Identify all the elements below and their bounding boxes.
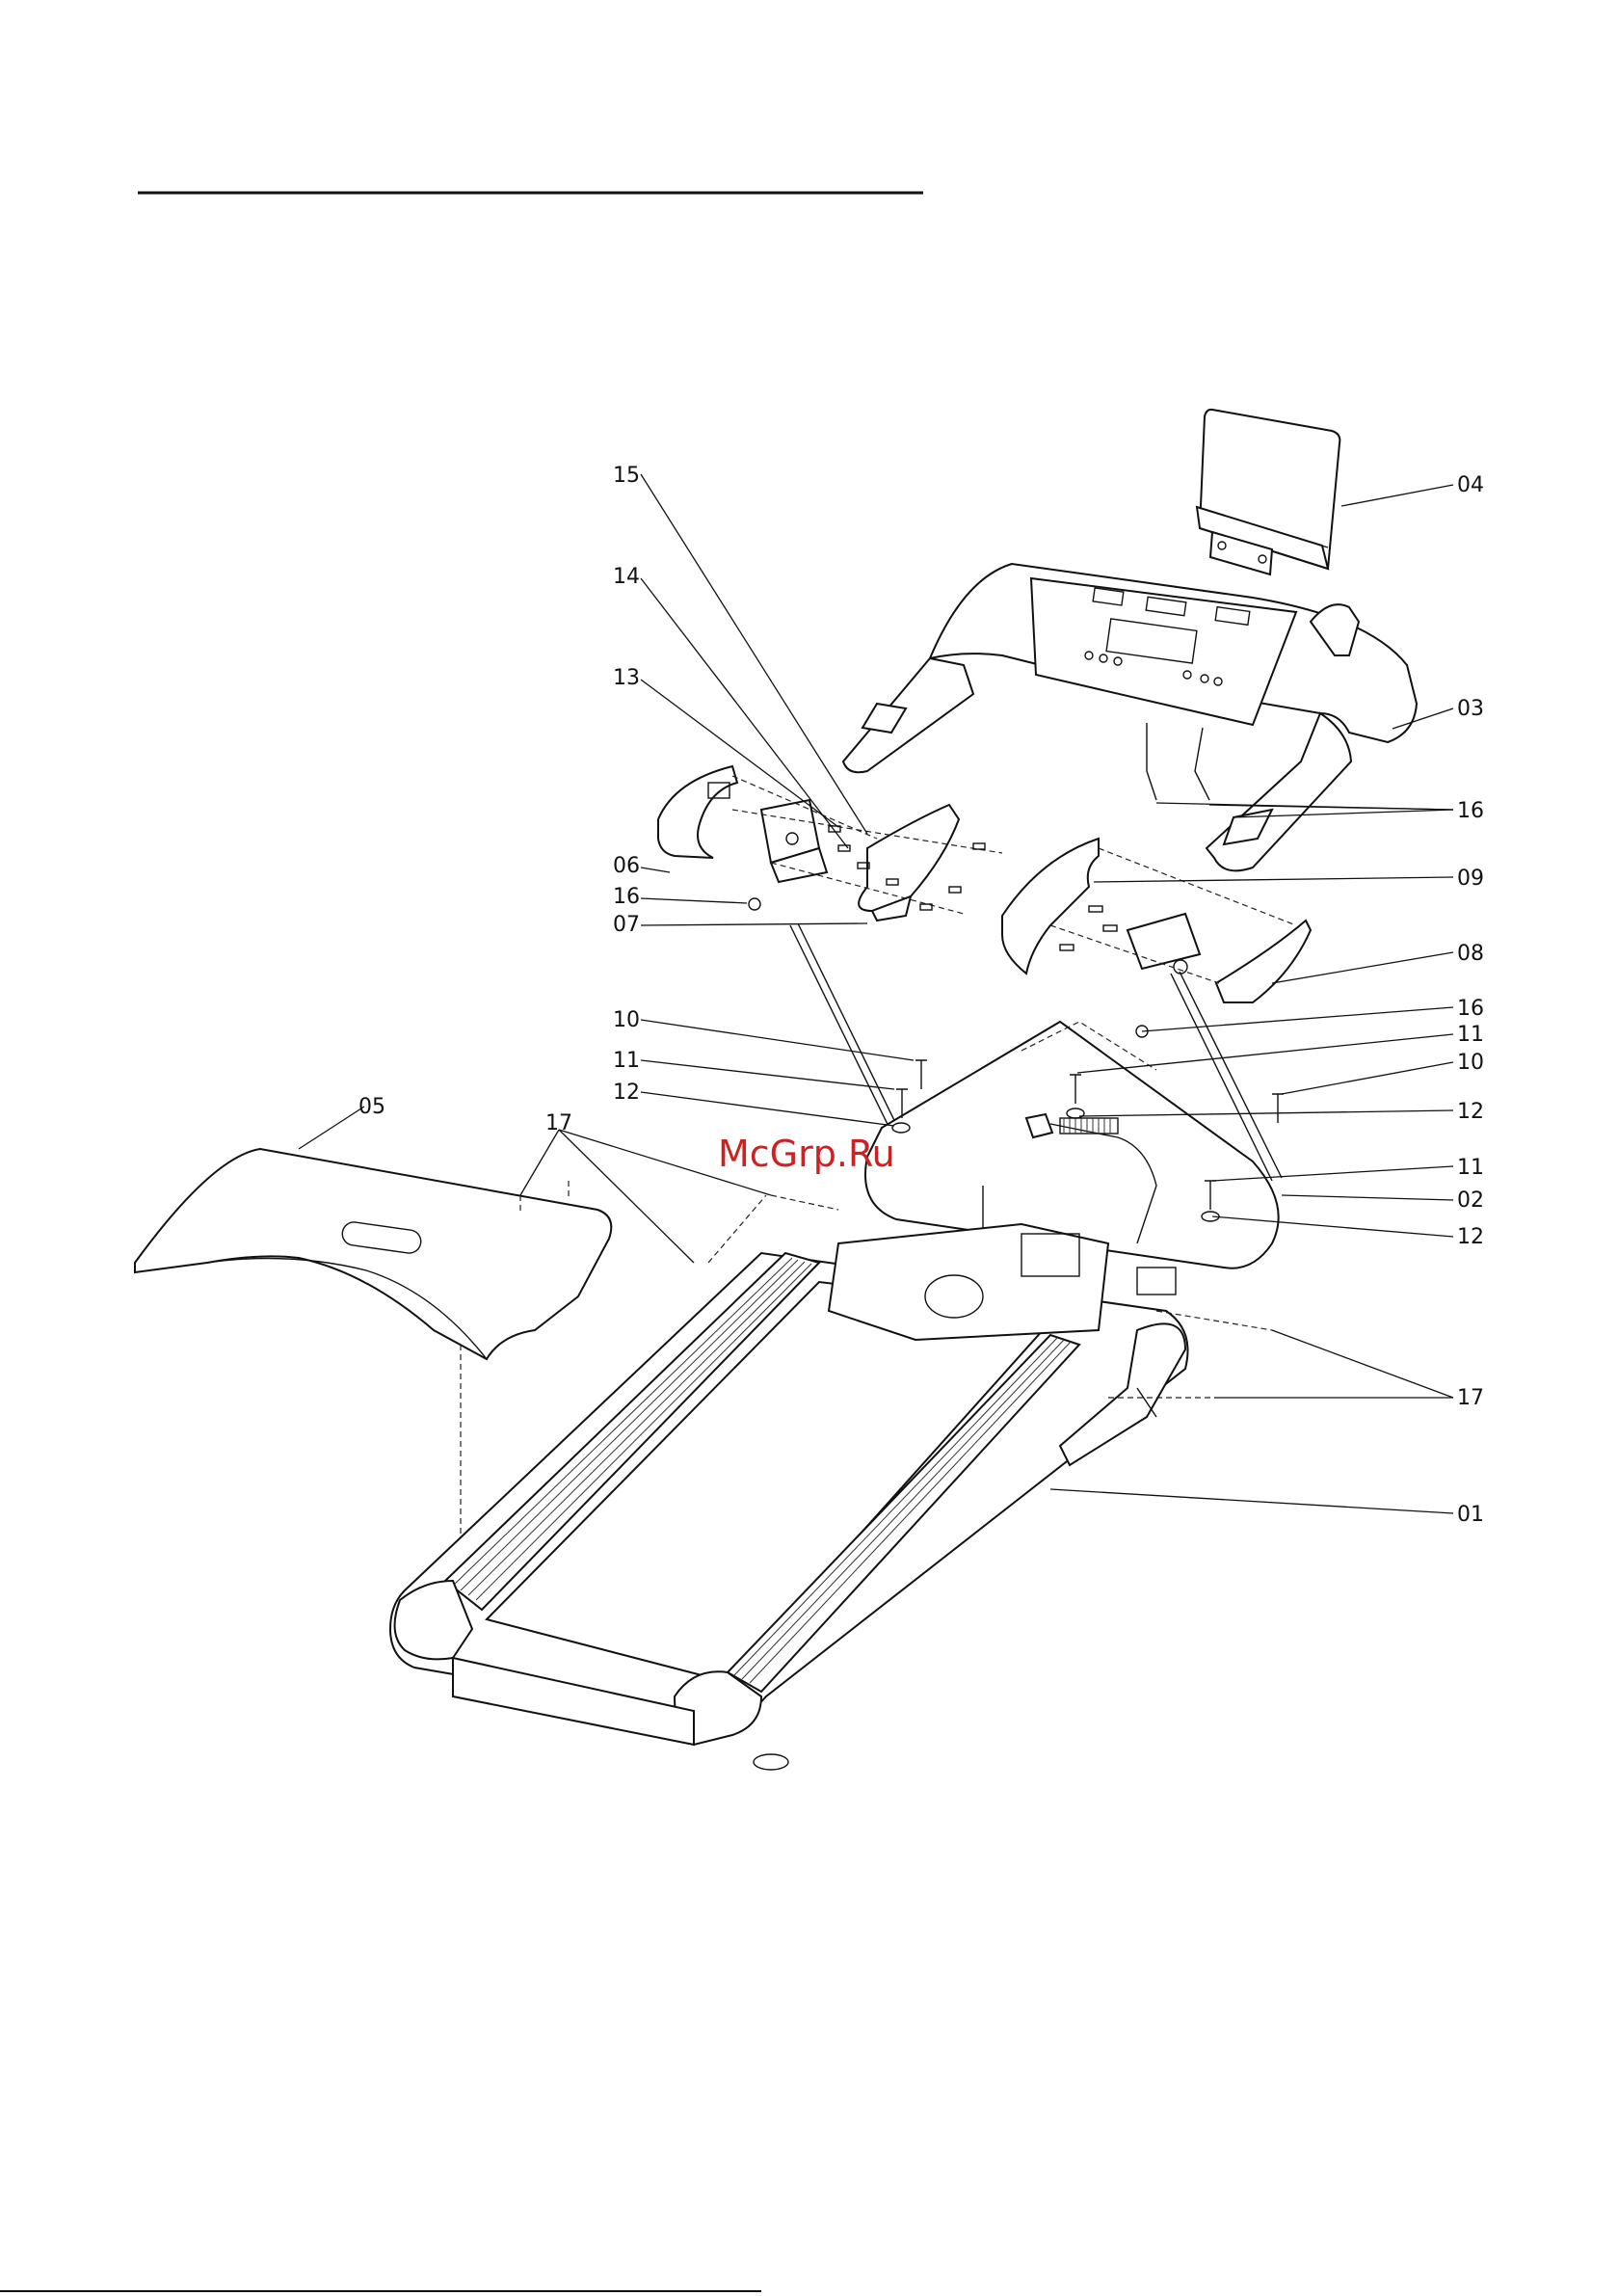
callout-02: 02 [1457, 1188, 1484, 1213]
callout-08: 08 [1457, 942, 1484, 966]
callout-12: 12 [1457, 1100, 1484, 1124]
callout-10: 10 [613, 1008, 640, 1032]
callout-11: 11 [1457, 1156, 1484, 1180]
watermark-text: McGrp.Ru [718, 1133, 895, 1175]
callout-03: 03 [1457, 697, 1484, 721]
callout-15: 15 [613, 464, 640, 488]
callout-13: 13 [613, 666, 640, 690]
callout-11: 11 [613, 1049, 640, 1073]
callout-10: 10 [1457, 1051, 1484, 1075]
callout-11: 11 [1457, 1023, 1484, 1047]
right-bracket-assembly [1002, 839, 1311, 1037]
callout-05: 05 [358, 1095, 385, 1119]
callout-14: 14 [613, 565, 640, 589]
part-04-tablet-holder [1197, 410, 1339, 574]
callout-12: 12 [1457, 1225, 1484, 1249]
callout-04: 04 [1457, 473, 1484, 497]
callout-16: 16 [613, 885, 640, 909]
callout-16: 16 [1457, 799, 1484, 823]
callout-17: 17 [545, 1111, 572, 1135]
callout-16: 16 [1457, 997, 1484, 1021]
callout-09: 09 [1457, 867, 1484, 891]
callout-01: 01 [1457, 1503, 1484, 1527]
callout-17: 17 [1457, 1386, 1484, 1410]
callout-07: 07 [613, 913, 640, 937]
left-bracket-assembly [658, 766, 1002, 921]
callout-06: 06 [613, 854, 640, 878]
callout-12: 12 [613, 1081, 640, 1105]
part-02-upright-frame [790, 923, 1282, 1268]
